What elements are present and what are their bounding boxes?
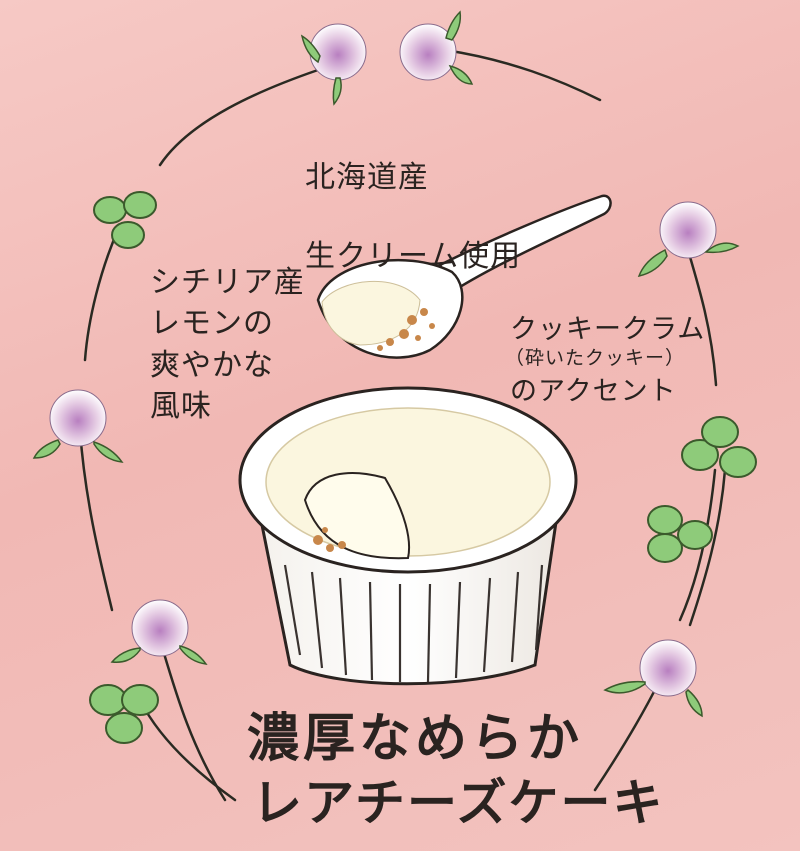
hokkaido-cream-caption: 北海道産 生クリーム使用 (305, 118, 521, 316)
ramekin-ridges (283, 564, 544, 683)
clover-flower-icon (603, 639, 703, 718)
clover-leaf-icon (681, 416, 757, 478)
clover-leaf-icon (647, 505, 713, 563)
clover-leaf-icon (89, 684, 159, 744)
ramekin-icon (238, 386, 578, 686)
title-line-2: レアチーズケーキ (252, 774, 665, 832)
title-line-1: 濃厚なめらか (247, 709, 584, 769)
clover-flower-icon (399, 10, 474, 85)
clover-flower-icon (300, 23, 367, 106)
clover-flower-icon (110, 599, 208, 665)
cookie-crumbs (313, 527, 346, 552)
hokkaido-line-2: 生クリーム使用 (305, 238, 522, 274)
cookie-crumb-subcaption: （砕いたクッキー） (505, 347, 686, 369)
clover-leaf-icon (93, 191, 157, 249)
spoon-icon (316, 194, 612, 359)
hokkaido-line-1: 北海道産 (305, 159, 429, 195)
cookie-crumb-caption: クッキークラム (510, 314, 706, 345)
sicily-lemon-caption: シチリア産 レモンの 爽やかな 風味 (150, 265, 305, 425)
cookie-crumbs (377, 308, 435, 351)
clover-flower-icon (637, 201, 740, 278)
clover-flower-icon (32, 389, 124, 463)
cookie-accent-caption: のアクセント (510, 376, 677, 407)
